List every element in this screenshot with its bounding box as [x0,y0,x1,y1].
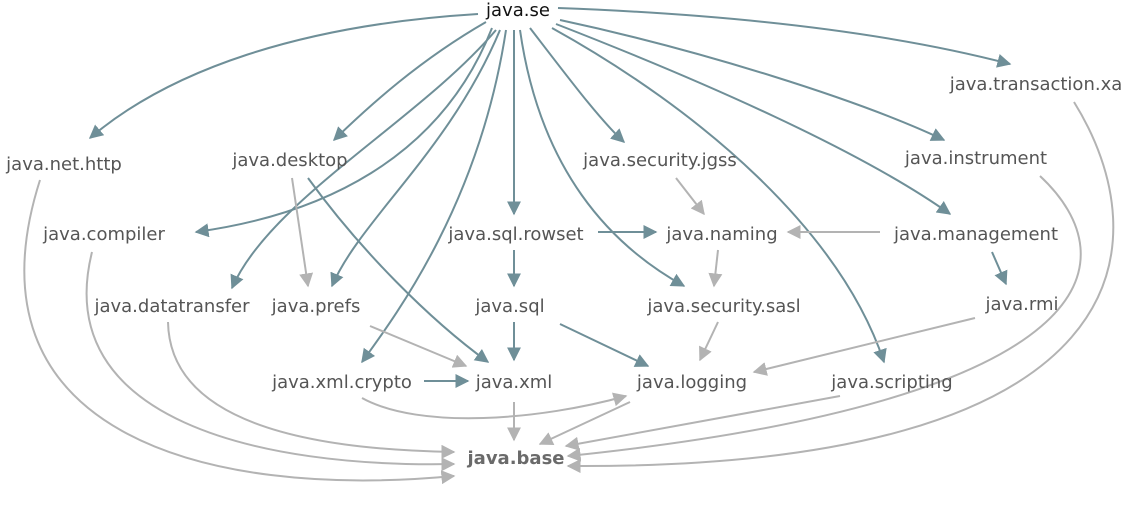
edge-java-rmi-to-java-logging [752,317,976,376]
edge-java-se-to-java-scripting [551,27,887,364]
edge-java-se-to-java-xml-crypto [361,29,507,364]
edge-java-management-to-java-rmi [991,251,1008,286]
node-java-prefs: java.prefs [271,296,361,317]
edge-java-compiler-to-java-base [85,251,456,472]
node-java-rmi: java.rmi [984,294,1058,315]
node-java-compiler: java.compiler [42,224,165,245]
edge-java-prefs-to-java-xml [369,325,468,368]
node-java-security-jgss: java.security.jgss [582,150,737,171]
node-java-management: java.management [893,224,1058,245]
node-java-xml-crypto: java.xml.crypto [271,372,412,393]
edge-java-desktop-to-java-prefs [291,177,314,288]
edge-java-naming-to-java-security-sasl [708,249,723,288]
node-java-net-http: java.net.http [5,154,122,175]
dependency-edges [23,7,1115,485]
edge-java-se-to-java-prefs [330,29,501,288]
node-java-base: java.base [467,448,565,469]
edge-java-xml-crypto-to-java-logging [361,392,628,420]
edge-java-sql-to-java-logging [559,323,650,367]
edge-java-datatransfer-to-java-base [167,321,456,459]
node-java-desktop: java.desktop [231,150,347,171]
edge-java-se-to-java-datatransfer [230,29,497,290]
node-java-sql-rowset: java.sql.rowset [447,224,583,245]
edge-java-se-to-java-security-jgss [529,27,626,143]
node-java-sql: java.sql [474,296,544,317]
edge-java-instrument-to-java-base [566,175,1082,462]
node-java-instrument: java.instrument [904,148,1047,169]
edge-java-se-to-java-instrument [559,19,946,141]
node-java-datatransfer: java.datatransfer [93,296,250,317]
edge-java-security-sasl-to-java-logging [699,321,719,362]
node-java-se: java.se [485,0,550,21]
node-java-transaction-xa: java.transaction.xa [949,74,1123,95]
node-java-scripting: java.scripting [830,372,952,393]
edge-java-se-to-java-desktop [332,21,487,141]
edge-java-se-to-java-transaction-xa [557,7,1012,68]
edge-java-se-to-java-security-sasl [519,29,686,287]
node-java-security-sasl: java.security.sasl [646,296,800,317]
node-java-xml: java.xml [475,372,553,393]
edge-java-net-http-to-java-base [23,179,456,485]
edge-java-se-to-java-net-http [88,13,479,139]
node-java-logging: java.logging [636,372,747,393]
edge-java-desktop-to-java-xml [307,177,490,363]
edge-java-se-to-java-management [555,23,952,215]
edge-java-logging-to-java-base [538,401,631,446]
module-labels: java.se java.transaction.xa java.net.htt… [5,0,1122,469]
edge-java-scripting-to-java-base [564,395,841,451]
edge-java-security-jgss-to-java-naming [675,177,705,216]
edge-java-se-to-java-compiler [194,27,493,238]
node-java-naming: java.naming [665,224,777,245]
edge-java-transaction-xa-to-java-base [566,101,1115,474]
